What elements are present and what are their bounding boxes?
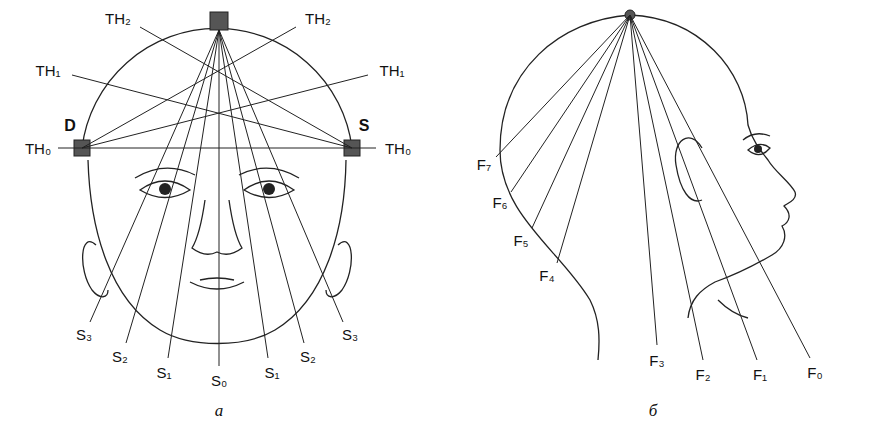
line-label: TH₁ (35, 63, 60, 78)
side-marker: S (359, 118, 370, 134)
line-label: S₁ (156, 365, 171, 380)
line-label: F₀ (807, 365, 822, 380)
line-label: S₃ (342, 327, 358, 342)
line-label: F₂ (696, 367, 711, 382)
line-label: F₆ (492, 195, 507, 210)
line-label: F₅ (513, 233, 528, 248)
line-label: F₄ (539, 268, 554, 283)
line-label: S₂ (300, 349, 316, 364)
line-label: S₃ (76, 327, 92, 342)
line-label: TH₂ (305, 11, 331, 26)
line-label: TH₂ (105, 11, 131, 26)
panel-caption: a (215, 402, 224, 419)
panel-caption: б (649, 402, 658, 419)
line-label: TH₀ (385, 141, 411, 156)
line-label: S₁ (264, 365, 279, 380)
line-label: S₂ (112, 349, 128, 364)
line-label: TH₀ (25, 141, 51, 156)
line-label: S₀ (211, 373, 227, 388)
line-label: F₁ (753, 367, 767, 382)
side-marker: D (64, 118, 76, 134)
line-label: TH₁ (379, 63, 404, 78)
line-label: F₇ (477, 157, 491, 172)
line-label: F₃ (649, 353, 664, 368)
